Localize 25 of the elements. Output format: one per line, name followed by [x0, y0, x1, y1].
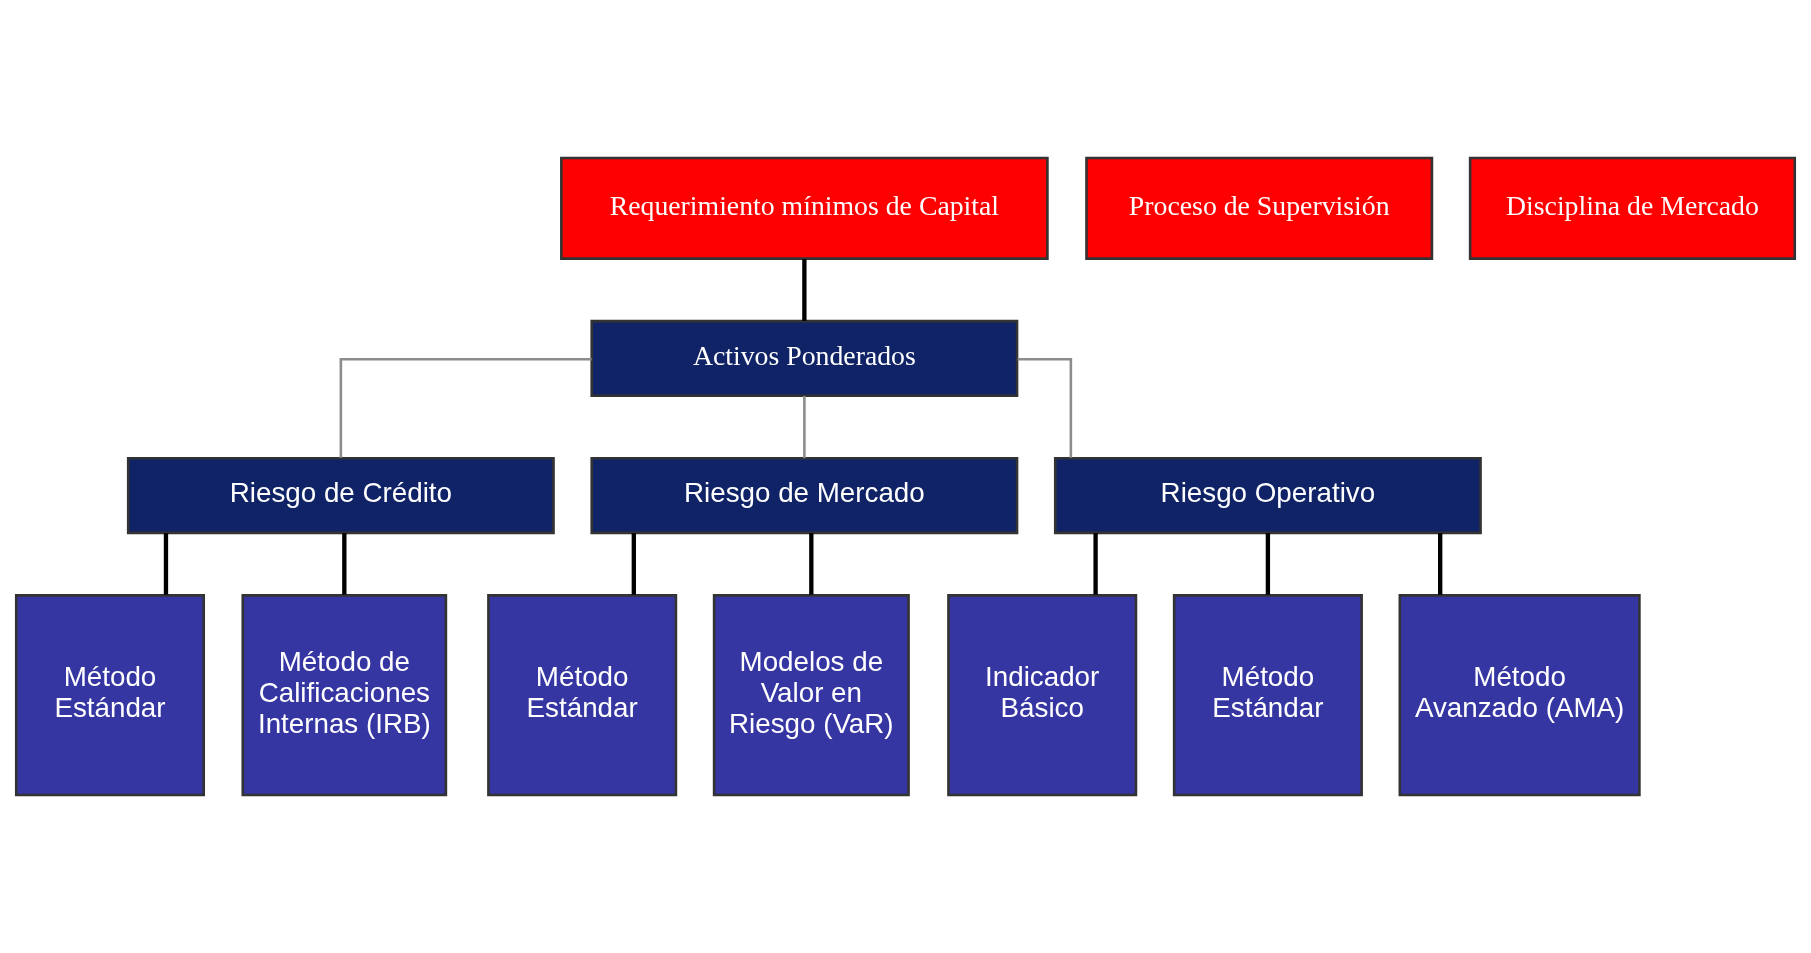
node-box: Requerimiento mínimos de Capital	[560, 156, 1049, 260]
connector	[1093, 533, 1098, 595]
connector	[342, 533, 347, 595]
node-box: Método Estándar	[14, 594, 205, 797]
node-box: Método de Calificaciones Internas (IRB)	[241, 594, 448, 797]
node-box: Activos Ponderados	[590, 319, 1019, 398]
connector	[163, 533, 169, 595]
connector	[803, 395, 806, 459]
connector	[1017, 358, 1073, 458]
node-box: Método Estándar	[487, 594, 678, 797]
node-box: Riesgo Operativo	[1053, 456, 1482, 535]
node-box: Modelos de Valor en Riesgo (VaR)	[712, 594, 910, 797]
connector	[802, 259, 807, 321]
connector	[1265, 533, 1271, 595]
node-box: Indicador Básico	[947, 594, 1138, 797]
node-box: Riesgo de Mercado	[590, 456, 1019, 535]
connector	[339, 358, 592, 458]
connector	[809, 533, 814, 595]
node-box: Proceso de Supervisión	[1085, 156, 1434, 260]
node-box: Riesgo de Crédito	[126, 456, 555, 535]
node-box: Método Estándar	[1172, 594, 1363, 797]
node-box: Disciplina de Mercado	[1468, 156, 1797, 260]
node-box: Método Avanzado (AMA)	[1398, 594, 1641, 797]
connector	[1438, 533, 1443, 595]
connector	[631, 533, 636, 595]
